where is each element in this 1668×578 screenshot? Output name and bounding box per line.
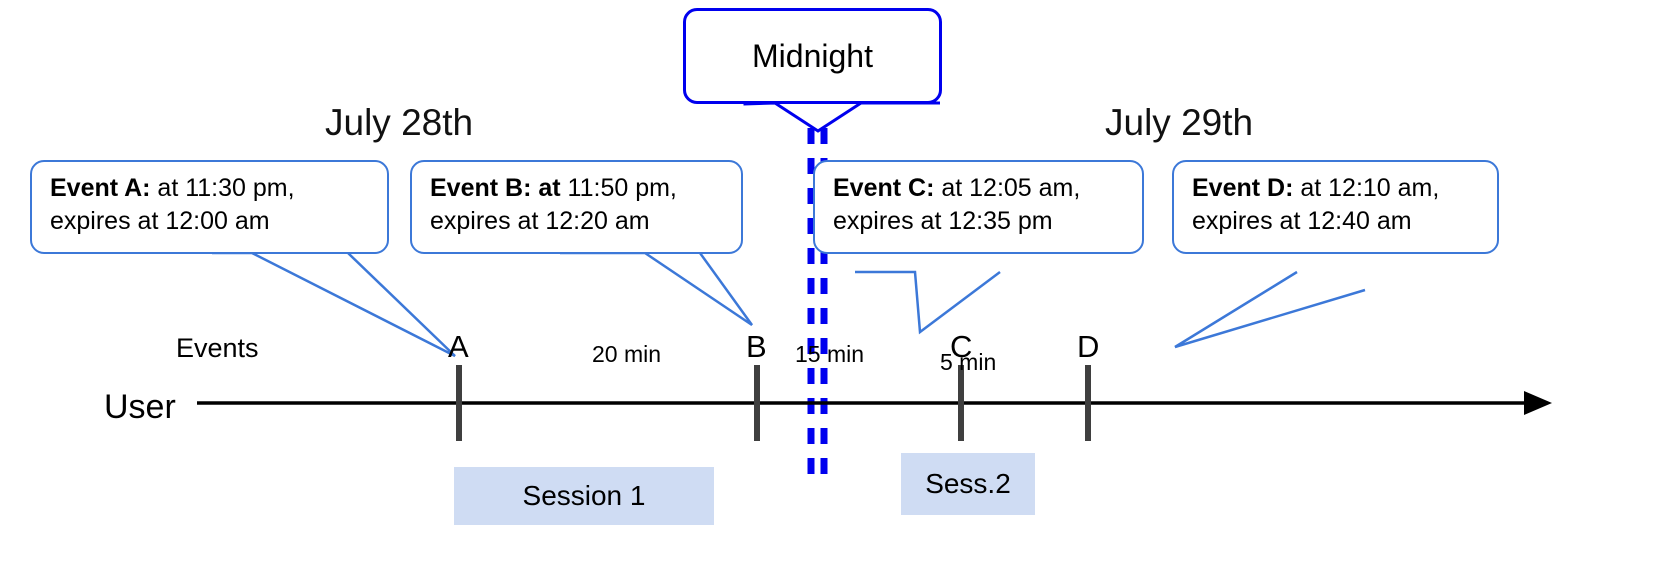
gap-label-cd: 5 min xyxy=(940,349,997,375)
tick-label-c: C xyxy=(950,329,973,364)
callout-event-d-line2: expires at 12:40 am xyxy=(1192,207,1412,236)
callout-event-c-line1: Event C: at 12:05 am, xyxy=(833,172,1128,205)
session-block-2-label: Sess.2 xyxy=(925,468,1011,499)
day-label-right: July 29th xyxy=(1105,102,1254,143)
callout-event-d-rest: at 12:10 am, xyxy=(1293,174,1440,202)
callout-event-b: Event B: at 11:50 pm, expires at 12:20 a… xyxy=(410,160,743,254)
events-row-label: Events xyxy=(176,333,259,363)
callout-event-b-line2: expires at 12:20 am xyxy=(430,207,650,236)
callout-event-a-line1: Event A: at 11:30 pm, xyxy=(50,172,373,205)
callout-event-a-rest: at 11:30 pm, xyxy=(150,174,295,202)
day-label-left: July 28th xyxy=(325,102,474,143)
callout-event-c-rest: at 12:05 am, xyxy=(934,174,1081,202)
callout-event-d: Event D: at 12:10 am, expires at 12:40 a… xyxy=(1172,160,1499,254)
callout-event-b-rest: 11:50 pm, xyxy=(560,174,677,202)
gap-label-bc: 15 min xyxy=(795,341,865,367)
midnight-callout: Midnight xyxy=(683,8,942,104)
tick-label-b: B xyxy=(746,329,767,364)
callout-event-d-line1: Event D: at 12:10 am, xyxy=(1192,172,1483,205)
session-block-2: Sess.2 xyxy=(901,453,1035,515)
callout-event-c: Event C: at 12:05 am, expires at 12:35 p… xyxy=(813,160,1144,254)
timeline-axis-arrowhead xyxy=(1524,391,1552,415)
session-block-1: Session 1 xyxy=(454,467,714,525)
tick-label-d: D xyxy=(1077,329,1100,364)
gap-label-ab: 20 min xyxy=(592,341,662,367)
tick-label-a: A xyxy=(448,329,469,364)
callout-event-b-line1: Event B: at 11:50 pm, xyxy=(430,172,727,205)
callout-event-c-line2: expires at 12:35 pm xyxy=(833,207,1053,236)
callout-event-a: Event A: at 11:30 pm, expires at 12:00 a… xyxy=(30,160,389,254)
user-row-label: User xyxy=(104,388,176,426)
midnight-callout-label: Midnight xyxy=(752,37,873,74)
session-block-1-label: Session 1 xyxy=(522,480,646,511)
leader-line-event-d xyxy=(1174,270,1366,349)
callout-event-a-bold: Event A: xyxy=(50,174,151,202)
leader-line-event-c xyxy=(855,270,1001,335)
callout-event-b-bold: Event B: at xyxy=(430,174,561,202)
callout-event-d-bold: Event D: xyxy=(1192,174,1294,202)
callout-event-c-bold: Event C: xyxy=(833,174,935,202)
callout-event-a-line2: expires at 12:00 am xyxy=(50,207,270,236)
